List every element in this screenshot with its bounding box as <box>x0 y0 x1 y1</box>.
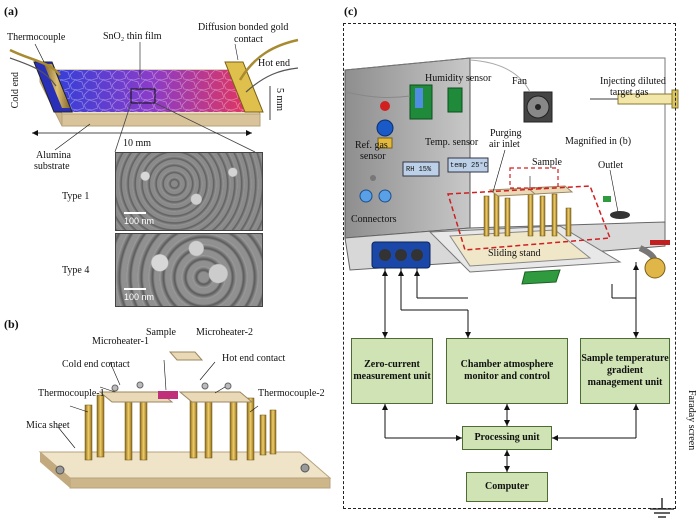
length-label: 10 mm <box>123 138 152 149</box>
chamber-control-text: Chamber atmosphere monitor and control <box>460 359 554 382</box>
inject-label-2: target gas <box>610 87 649 98</box>
film-label: SnO₂ thin film <box>103 31 162 42</box>
contact-label: contact <box>234 34 263 45</box>
panel-c-label: (c) <box>344 4 358 18</box>
purge-label-2: air inlet <box>489 139 520 150</box>
humidity-label: Humidity sensor <box>425 73 492 84</box>
processing-unit-text: Processing unit <box>474 432 540 443</box>
ground-icon <box>650 498 674 518</box>
type1-label: Type 1 <box>62 191 90 202</box>
substrate-label: substrate <box>34 161 70 172</box>
panel-b-label: (b) <box>4 317 19 331</box>
panel-b-device <box>38 351 332 489</box>
cold-end-label: Cold end <box>10 72 21 109</box>
hot-end-electrode <box>224 61 264 113</box>
magnified-label: Magnified in (b) <box>565 136 632 147</box>
thermocouple-label: Thermocouple <box>7 32 66 43</box>
faraday-label: Faraday screen <box>686 390 697 451</box>
sliding-stand-label: Sliding stand <box>488 248 541 259</box>
inject-label-1: Injecting diluted <box>600 76 666 87</box>
processing-unit-box: Processing unit <box>462 426 552 450</box>
microheater1-label: Microheater-1 <box>92 336 149 347</box>
ref-gas-label-1: Ref. gas <box>355 140 388 151</box>
scale-label-2: 100 nm <box>124 292 155 302</box>
sem-image-type4: 100 nm <box>115 233 263 307</box>
temp-sensor-label: Temp. sensor <box>425 137 479 148</box>
faraday-screen-frame <box>343 23 676 509</box>
sem-image-type1: 100 nm <box>115 152 263 231</box>
ref-gas-label-2: sensor <box>360 151 386 162</box>
zero-current-unit-box: Zero-current measurement unit <box>351 338 433 404</box>
thermocouple1-label: Thermocouple-1 <box>38 388 105 399</box>
microheater2-label: Microheater-2 <box>196 327 253 338</box>
lcd-temp-readout: temp 25°C <box>450 162 488 170</box>
hot-contact-label: Hot end contact <box>222 353 286 364</box>
gradient-unit-box: Sample temperature gradient management u… <box>580 338 670 404</box>
alumina-label: Alumina <box>36 150 71 161</box>
purge-label-1: Purging <box>490 128 522 139</box>
computer-box: Computer <box>466 472 548 502</box>
fan-label: Fan <box>512 76 527 87</box>
gradient-unit-text: Sample temperature gradient management u… <box>581 353 669 388</box>
computer-text: Computer <box>485 481 529 492</box>
sample-label-c: Sample <box>532 157 562 168</box>
width-label: 5 mm <box>274 88 285 112</box>
panel-a-label: (a) <box>4 4 18 18</box>
connectors-label: Connectors <box>351 214 397 225</box>
zero-current-unit-text: Zero-current measurement unit <box>353 359 431 382</box>
gas-chamber <box>344 57 679 285</box>
diffusion-label: Diffusion bonded gold <box>198 22 289 33</box>
hot-end-label: Hot end <box>258 58 290 69</box>
sample-label-b: Sample <box>146 327 176 338</box>
cold-contact-label: Cold end contact <box>62 359 130 370</box>
chamber-control-box: Chamber atmosphere monitor and control <box>446 338 568 404</box>
outlet-label: Outlet <box>598 160 623 171</box>
type4-label: Type 4 <box>62 265 90 276</box>
sno2-thin-film <box>50 70 252 112</box>
lcd-humidity-readout: RH 15% <box>406 166 432 174</box>
thermocouple2-label: Thermocouple-2 <box>258 388 325 399</box>
mica-label: Mica sheet <box>26 420 70 431</box>
scale-label-1: 100 nm <box>124 216 155 226</box>
